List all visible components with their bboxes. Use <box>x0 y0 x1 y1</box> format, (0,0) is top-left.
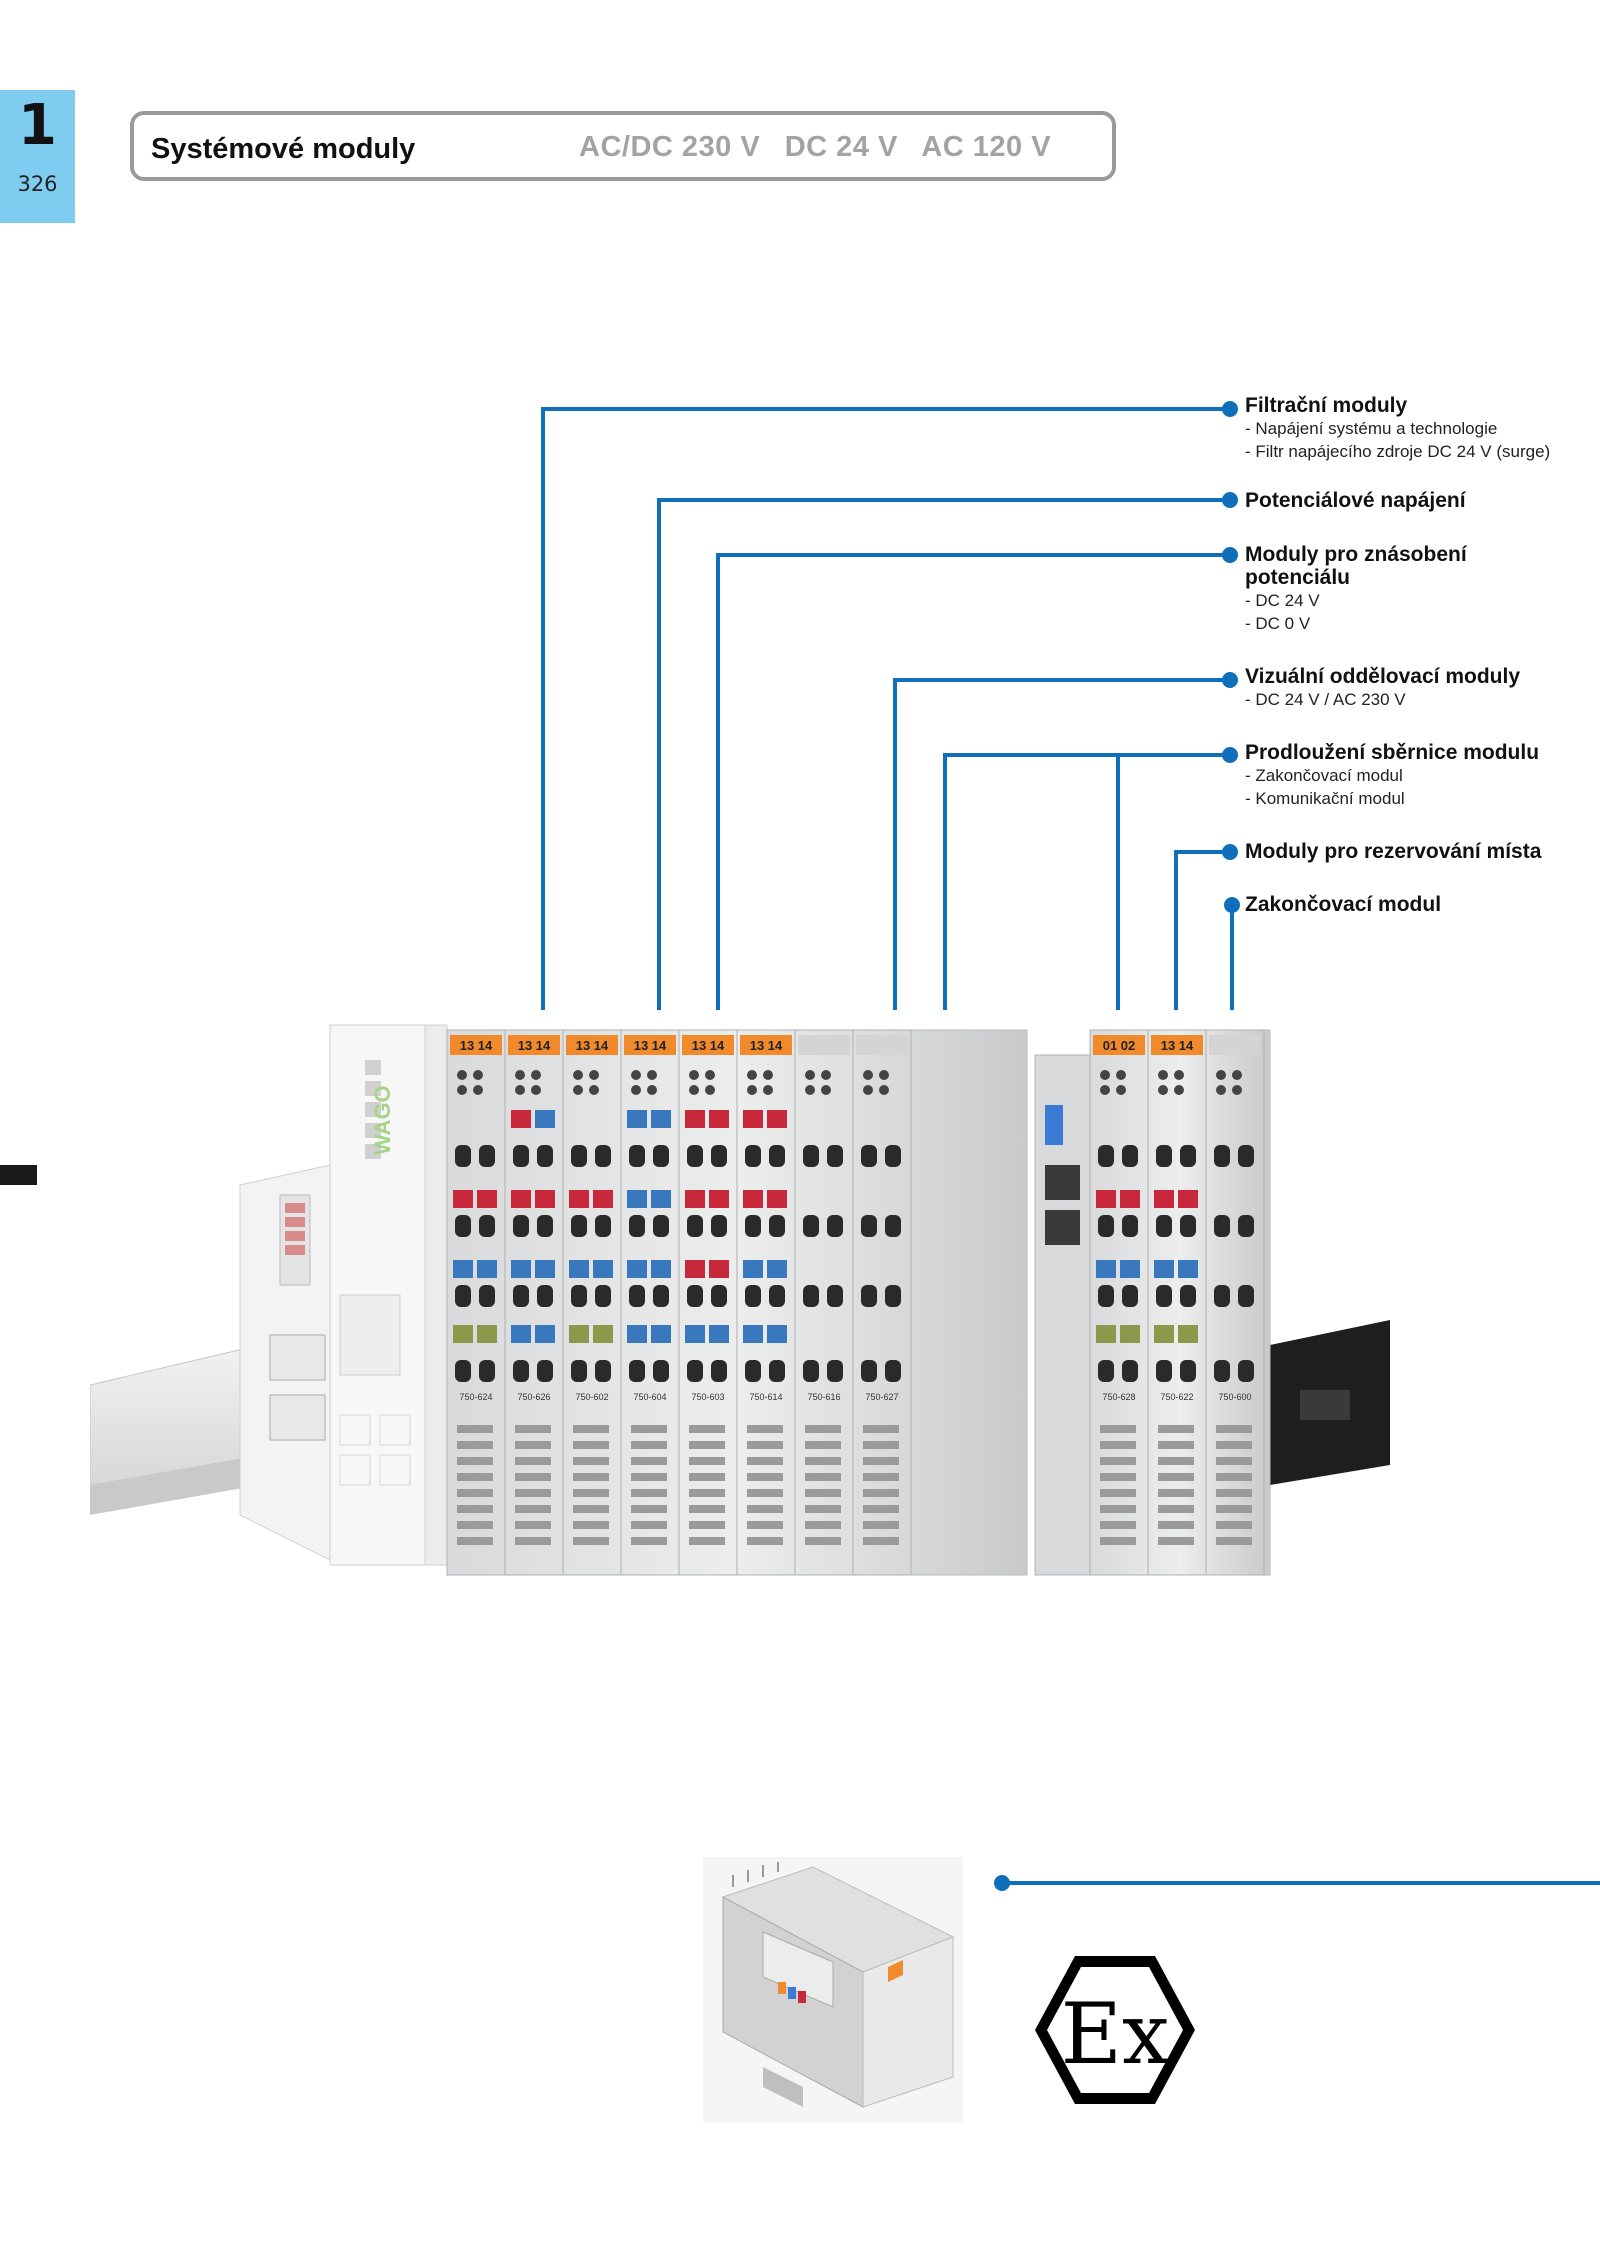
ex-hexagon-icon: Ex <box>1035 1956 1195 2104</box>
io-module-750-622: 13 14 750-622 <box>1147 1029 1207 1576</box>
chapter-tab: 1 326 <box>0 90 75 223</box>
io-module-750-614: 13 14 750-614 <box>736 1029 796 1576</box>
module-part-number: 750-627 <box>865 1392 898 1402</box>
voltage-ac-120: AC 120 V <box>921 131 1052 163</box>
callout-spacer-modules: Moduly pro rezervování místa <box>1245 840 1542 863</box>
module-part-number: 750-626 <box>517 1392 550 1402</box>
io-module-750-603: 13 14 750-603 <box>678 1029 738 1576</box>
fieldbus-controller: WAGO <box>239 1024 448 1566</box>
bullet-bus-ext <box>1222 747 1238 763</box>
wago-logo: WAGO <box>370 1085 395 1155</box>
terminal-top-label: 13 14 <box>634 1038 667 1053</box>
io-module-750-626: 13 14 750-626 <box>504 1029 564 1576</box>
leader-bus-ext <box>943 753 1230 1010</box>
voltage-list: AC/DC 230 V DC 24 V AC 120 V <box>579 131 1067 164</box>
bullet-potential-supply <box>1222 492 1238 508</box>
leader-filter <box>541 407 1230 1010</box>
voltage-ac-dc-230: AC/DC 230 V <box>579 131 761 163</box>
module-part-number: 750-616 <box>807 1392 840 1402</box>
io-module-750-602: 13 14 750-602 <box>562 1029 622 1576</box>
module-part-number: 750-622 <box>1160 1392 1193 1402</box>
module-part-number: 750-600 <box>1218 1392 1251 1402</box>
section-header: Systémové moduly AC/DC 230 V DC 24 V AC … <box>130 111 1116 181</box>
leader-potential-mult <box>716 553 1230 1010</box>
callout-bus-extension: Prodloužení sběrnice modulu - Zakončovac… <box>1245 741 1540 808</box>
callout-end-module: Zakončovací modul <box>1245 893 1442 916</box>
chapter-number: 1 <box>18 93 57 158</box>
callout-visual-separation: Vizuální oddělovací moduly - DC 24 V / A… <box>1245 665 1520 709</box>
leader-separation <box>893 678 1230 1010</box>
callout-potential-multiplication: Moduly pro znásobení potenciálu - DC 24 … <box>1245 543 1467 633</box>
module-part-number: 750-604 <box>633 1392 666 1402</box>
din-rail-left <box>90 1344 261 1515</box>
io-module-750-600: 750-600 <box>1205 1029 1265 1576</box>
bullet-end <box>1224 897 1240 913</box>
module-part-number: 750-602 <box>575 1392 608 1402</box>
bullet-ex <box>994 1875 1010 1891</box>
leader-potential-supply <box>657 498 1230 1010</box>
callout-filter-modules: Filtrační moduly - Napájení systému a te… <box>1245 394 1551 461</box>
terminal-top-label: 13 14 <box>518 1038 551 1053</box>
bullet-separation <box>1222 672 1238 688</box>
module-part-number: 750-603 <box>691 1392 724 1402</box>
section-title: Systémové moduly <box>151 133 416 165</box>
page-number: 326 <box>17 172 58 196</box>
ex-module-photo <box>703 1857 963 2122</box>
terminal-top-label: 13 14 <box>460 1038 493 1053</box>
callout-potential-supply: Potenciálové napájení <box>1245 489 1466 512</box>
module-part-number: 750-628 <box>1102 1392 1135 1402</box>
wago-io-system-illustration: WAGO 13 14 750-624 13 14 750-626 13 14 750-60… <box>90 1024 1390 1576</box>
terminal-top-label: 13 14 <box>576 1038 609 1053</box>
bullet-potential-mult <box>1222 547 1238 563</box>
leader-spacer <box>1174 850 1230 1010</box>
io-module-750-627: 750-627 <box>852 1029 912 1576</box>
voltage-dc-24: DC 24 V <box>784 131 898 163</box>
svg-text:Ex: Ex <box>1061 1985 1170 2083</box>
bullet-spacer <box>1222 844 1238 860</box>
module-part-number: 750-624 <box>459 1392 492 1402</box>
side-marker <box>0 1165 37 1185</box>
bullet-filter <box>1222 401 1238 417</box>
io-module-750-616: 750-616 <box>794 1029 854 1576</box>
terminal-top-label: 01 02 <box>1103 1038 1136 1053</box>
terminal-top-label: 13 14 <box>692 1038 725 1053</box>
terminal-top-label: 13 14 <box>1161 1038 1194 1053</box>
terminal-top-label: 13 14 <box>750 1038 783 1053</box>
module-part-number: 750-614 <box>749 1392 782 1402</box>
